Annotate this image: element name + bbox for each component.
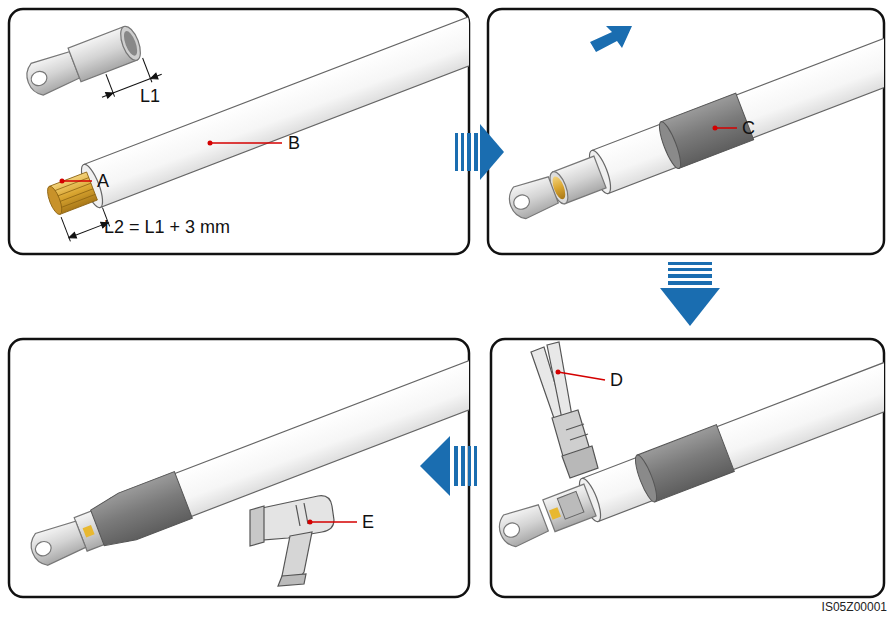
ot-terminal [22,20,163,124]
leader-dot [713,126,718,131]
step-arrow [420,436,477,496]
leader-line [310,521,357,523]
step-panel [491,339,884,597]
callout-letter: A [97,171,109,191]
leader-line [62,180,92,182]
leader-line [210,142,282,144]
finished-cable [24,346,469,576]
leader-dot [308,520,313,525]
step-arrow [455,124,504,180]
figure-id: IS05Z00001 [822,600,887,614]
leader-dot [60,179,65,184]
crimping-tool [531,342,598,478]
step-panel [488,9,884,254]
callout-letter: C [742,118,755,138]
callout-letter: B [288,133,300,153]
heat-gun [250,496,334,586]
dimension-label: L1 [140,86,160,106]
stripped-cable [42,9,469,243]
dimension-label: L2 = L1 + 3 mm [104,217,230,237]
leader-dot [208,141,213,146]
direction-arrow [590,26,632,52]
crimped-terminal [492,344,884,557]
callout-letter: E [362,512,374,532]
cable-with-terminal [502,20,884,230]
step-arrow [660,262,720,326]
leader-dot [556,370,561,375]
leader-line [715,127,737,129]
leader-line [558,372,605,380]
callout-letter: D [610,370,623,390]
